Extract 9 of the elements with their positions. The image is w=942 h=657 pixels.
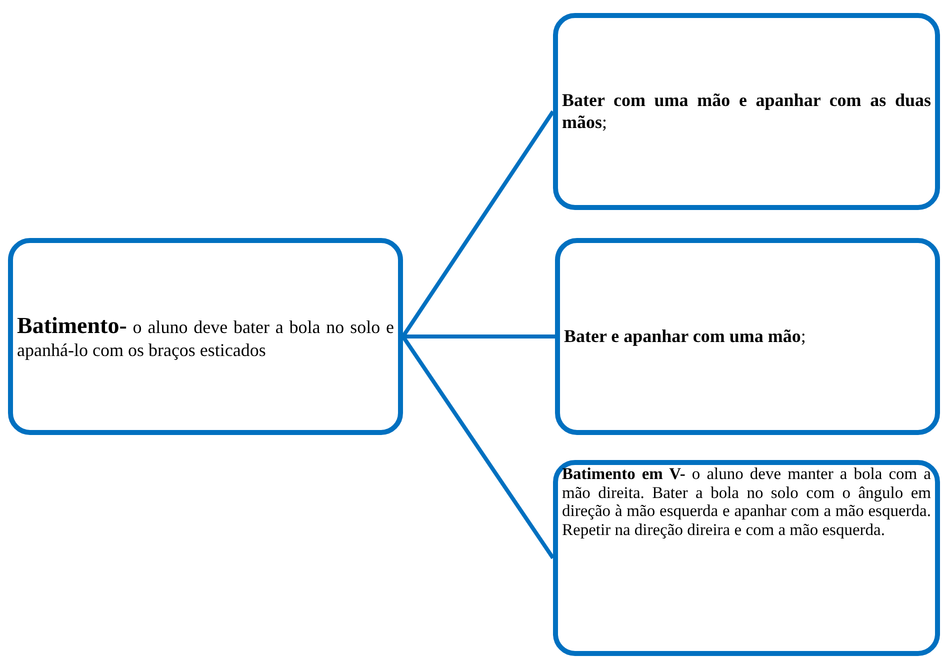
box-text: Batimento em V- o aluno deve manter a bola com a mão direita. Bater a bola no solo com o ângulo em direção à mão esquerda e apanhar com a mão esquerda. Repetir na direção direira e com a mão esquerda.	[562, 465, 931, 540]
connector-line	[403, 334, 555, 338]
text-box	[553, 13, 940, 210]
text-box	[555, 238, 940, 435]
box-text: Bater e apanhar com uma mão;	[564, 326, 807, 348]
box-text: Bater com uma mão e apanhar com as duas mãos;	[562, 90, 931, 134]
text-box	[553, 460, 940, 656]
text-box	[8, 238, 403, 435]
box-text: Batimento- o aluno deve bater a bola no solo e apanhá-lo com os braços esticados	[17, 312, 394, 362]
